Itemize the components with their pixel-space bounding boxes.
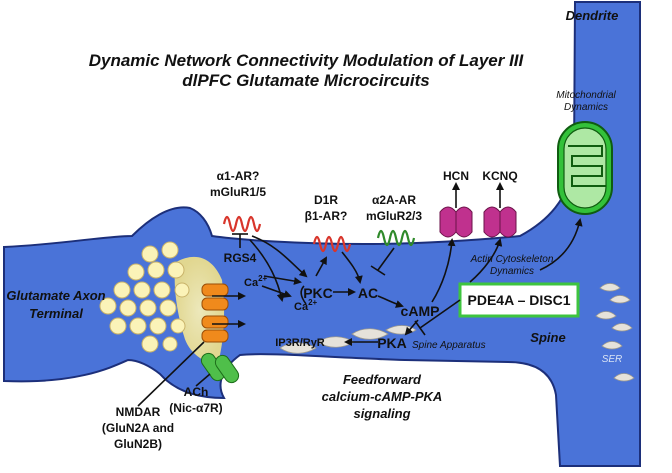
spine-label: Spine (530, 330, 565, 345)
ach-label: ACh (184, 385, 209, 399)
kcnq-channel-icon (483, 206, 517, 238)
mito-label-1: Mitochondrial (556, 90, 616, 101)
feedforward-label-1: Feedforward (343, 372, 422, 387)
actin-label-2: Dynamics (490, 266, 534, 277)
nic-a7r-label: (Nic-α7R) (169, 401, 222, 415)
ac-label: AC (358, 285, 378, 301)
neuron-shape (3, 1, 641, 467)
rgs4-label: RGS4 (224, 251, 257, 265)
mglur15-label: mGluR1/5 (210, 185, 266, 199)
alpha2a-label: α2A-AR (372, 193, 416, 207)
pkc-label: PKC (303, 285, 333, 301)
spine-apparatus-label: Spine Apparatus (412, 340, 486, 351)
feedforward-label-3: signaling (353, 406, 410, 421)
ca-mid-label: Ca2+ (294, 298, 318, 313)
camp-label: cAMP (401, 303, 440, 319)
pde4a-disc1-label: PDE4A – DISC1 (468, 292, 571, 308)
nmdar-pointer (137, 341, 205, 407)
nmdar-label-2: (GluN2A and (102, 421, 174, 435)
mito-label-2: Dynamics (564, 102, 608, 113)
d1r-gpcr-icon (312, 235, 352, 253)
alpha2a-gpcr-icon (376, 229, 416, 247)
nmdar-label-3: GluN2B) (114, 437, 162, 451)
ser-label: SER (602, 354, 623, 365)
hcn-channel-icon (439, 206, 473, 238)
signaling-arrows (212, 218, 583, 346)
ca-in-label: Ca2+ (244, 274, 268, 289)
axon-label-1: Glutamate Axon (6, 288, 105, 303)
ip3r-ryr-label: IP3R/RyR (275, 337, 325, 349)
dendrite-label: Dendrite (566, 8, 619, 23)
alpha1-label: α1-AR? (217, 169, 260, 183)
mglur23-label: mGluR2/3 (366, 209, 422, 223)
actin-label-1: Actin Cytoskeleton (470, 254, 554, 265)
title-line-1: Dynamic Network Connectivity Modulation … (89, 51, 525, 70)
beta1-label: β1-AR? (305, 209, 348, 223)
kcnq-label: KCNQ (482, 169, 517, 183)
nicotinic-receptor (200, 352, 240, 384)
d1r-label: D1R (314, 193, 338, 207)
ser-shapes (595, 283, 635, 382)
alpha1-gpcr-icon (222, 215, 262, 233)
synaptic-vesicles (99, 241, 190, 353)
nmdar-channels (201, 283, 229, 343)
pka-label: PKA (377, 335, 407, 351)
hcn-label: HCN (443, 169, 469, 183)
nmdar-label-1: NMDAR (116, 405, 161, 419)
feedforward-label-2: calcium-cAMP-PKA (322, 389, 443, 404)
ach-pointer (195, 373, 211, 387)
title-line-2: dlPFC Glutamate Microcircuits (182, 71, 430, 90)
pde4a-disc1-box (458, 282, 580, 318)
mitochondrion (557, 121, 613, 215)
axon-label-2: Terminal (29, 306, 83, 321)
